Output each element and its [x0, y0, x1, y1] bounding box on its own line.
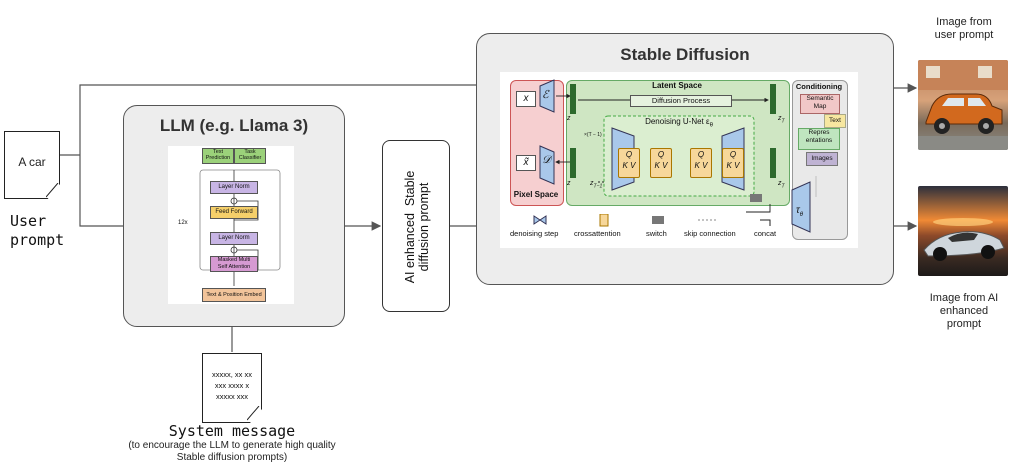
conditioning-label: Conditioning: [795, 82, 843, 91]
text-prediction-block: Text Prediction: [202, 148, 234, 164]
cond-images: Images: [806, 152, 838, 166]
arrow-prompt-to-sd: [79, 80, 502, 155]
embed-block: Text & Position Embed: [202, 288, 266, 302]
layer-norm-bottom-block: Layer Norm: [210, 232, 258, 245]
car-image-enhanced-prompt: [918, 186, 1008, 276]
system-message-note: (to encourage the LLM to generate high q…: [128, 440, 336, 463]
doc-fold-icon: [46, 183, 59, 198]
diffusion-process-block: Diffusion Process: [630, 95, 732, 107]
x-tilde-symbol: x̃: [516, 155, 536, 171]
decoder-symbol: 𝒟: [542, 154, 551, 166]
user-prompt-label: User prompt: [10, 212, 65, 249]
repeat-count: ×(T − 1): [584, 132, 602, 138]
enhanced-prompt-text: AI enhanced Stable diffusion prompt: [403, 170, 431, 284]
image-bottom-label: Image from AI enhanced prompt: [929, 292, 999, 330]
legend-switch: switch: [646, 229, 667, 238]
legend-denoising-step: denoising step: [510, 229, 559, 238]
latent-space-label: Latent Space: [652, 81, 702, 90]
legend-skip-connection: skip connection: [684, 229, 736, 238]
llm-title: LLM (e.g. Llama 3): [159, 116, 309, 135]
stable-diffusion-title: Stable Diffusion: [620, 45, 750, 64]
user-prompt-text: A car: [18, 155, 46, 169]
z-label-bottom: z: [567, 180, 571, 187]
task-classifier-block: Task Classifier: [234, 148, 266, 164]
legend-icons: [533, 214, 771, 227]
transformer-diagram: Text Prediction Task Classifier Layer No…: [168, 146, 294, 304]
tau-symbol: τθ: [796, 205, 804, 218]
layer-norm-top-block: Layer Norm: [210, 181, 258, 194]
zT-label-top: zT: [778, 115, 785, 125]
cond-semantic-map: Semantic Map: [800, 94, 840, 114]
zT-label-bottom: zT: [778, 180, 785, 190]
masked-attention-block: Masked Multi Self Attention: [210, 256, 258, 272]
sd-legend: denoising step crossattention switch ski…: [504, 214, 790, 242]
feed-forward-block: Feed Forward: [210, 206, 258, 219]
user-prompt-document: A car: [4, 131, 60, 199]
orange-car-illustration: [918, 60, 1008, 150]
denoising-unet-label: Denoising U-Net εθ: [645, 117, 713, 129]
zT1-label: zT−1: [590, 180, 603, 190]
system-message-document: xxxxx, xx xx xxx xxxx x xxxxx xxx: [202, 353, 262, 423]
pixel-space-label: Pixel Space: [513, 190, 559, 199]
sd-architecture-diagram: Pixel Space Latent Space Conditioning Se…: [500, 72, 858, 248]
system-message-title: System message: [168, 422, 296, 440]
car-image-user-prompt: [918, 60, 1008, 150]
image-top-label: Image from user prompt: [934, 16, 994, 41]
x-symbol: x: [516, 91, 536, 107]
legend-concat: concat: [754, 229, 777, 238]
enhanced-prompt-box: AI enhanced Stable diffusion prompt: [382, 140, 450, 312]
z-label-top: z: [567, 115, 571, 122]
cond-representations: Repres entations: [798, 128, 840, 150]
silver-car-illustration: [923, 218, 1005, 261]
repeat-label: 12x: [178, 220, 188, 226]
cond-text: Text: [824, 114, 846, 128]
encoder-symbol: ℰ: [542, 89, 549, 101]
system-message-text: xxxxx, xx xx xxx xxxx x xxxxx xxx: [211, 370, 252, 401]
legend-crossattention: crossattention: [574, 229, 621, 238]
doc-fold-icon: [247, 406, 260, 421]
